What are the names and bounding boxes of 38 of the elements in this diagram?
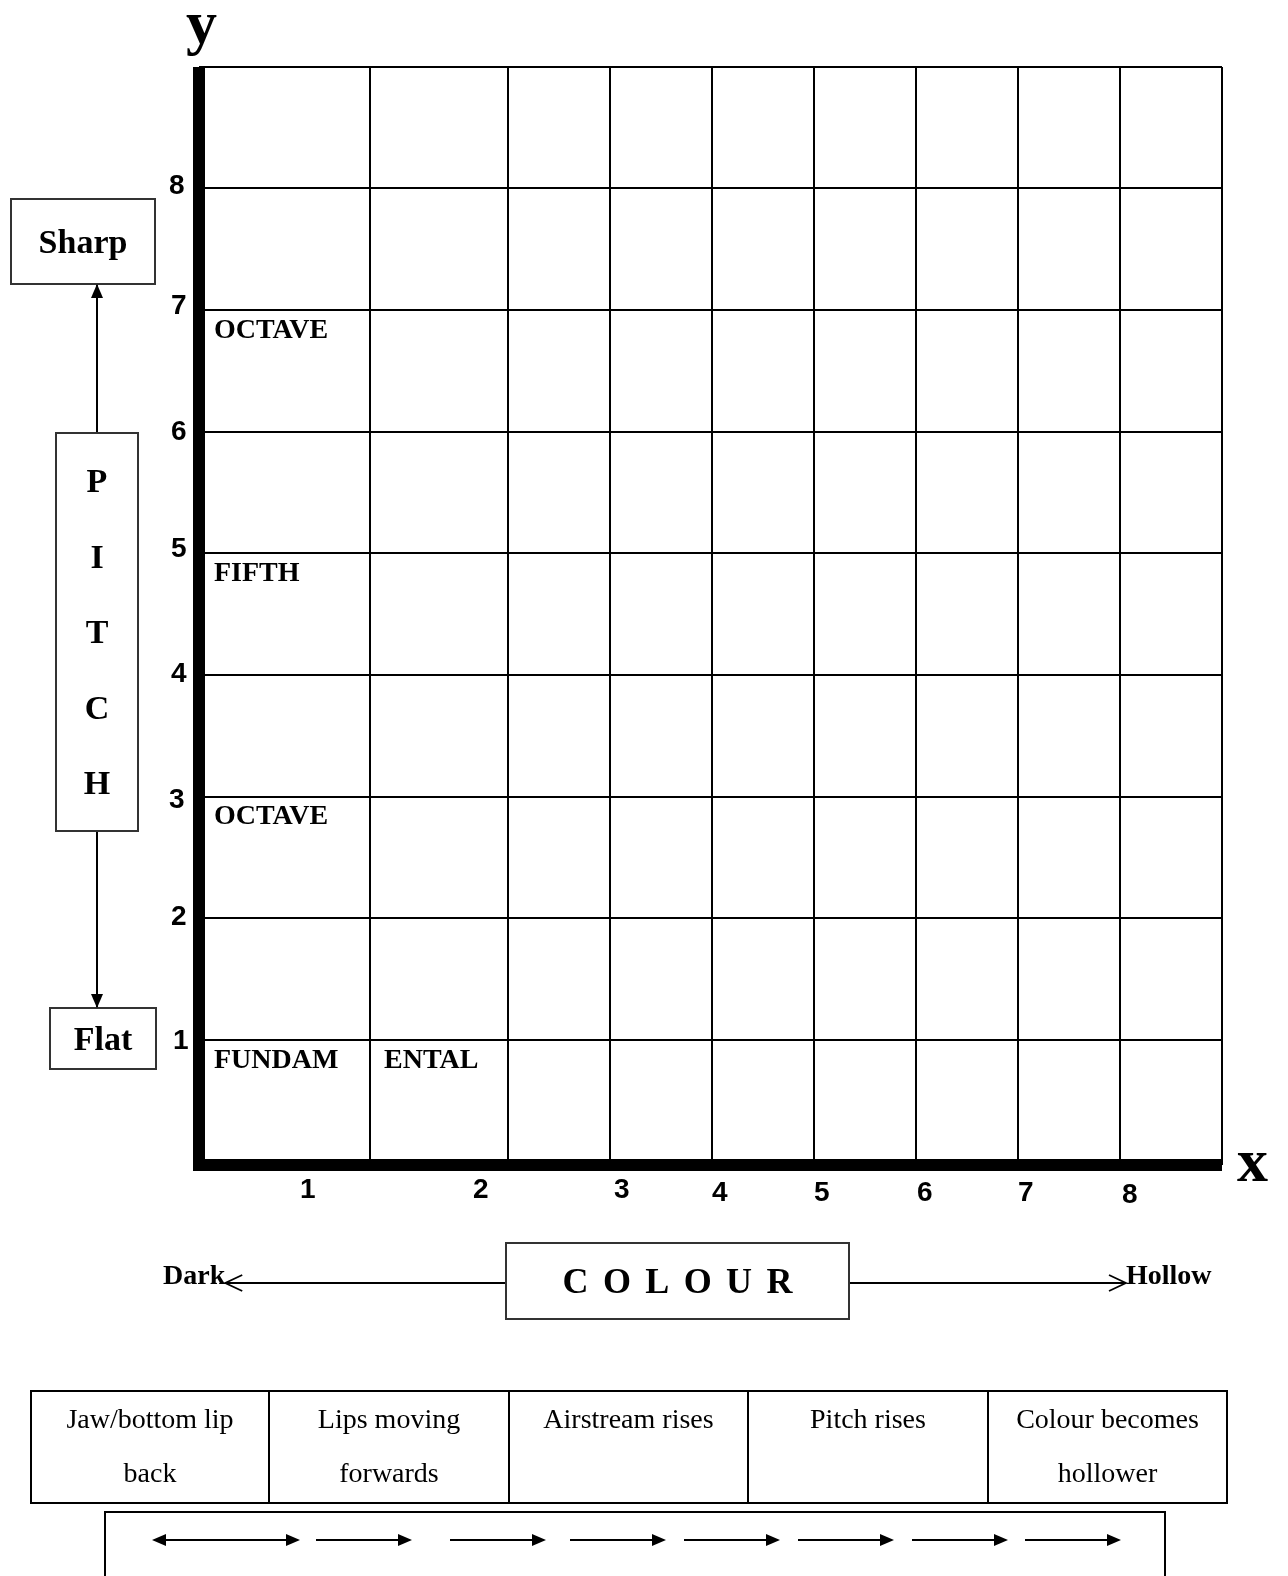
tick-label: 7 <box>171 290 187 321</box>
tick-label: 6 <box>917 1177 933 1208</box>
tick-label: 5 <box>814 1177 830 1208</box>
tick-label: 8 <box>169 170 185 201</box>
direction-label: Dark <box>163 1258 226 1292</box>
direction-label: Hollow <box>1126 1258 1212 1292</box>
arrow <box>224 1274 506 1292</box>
tick-label: 3 <box>614 1174 630 1205</box>
grid-label: ENTAL <box>384 1044 479 1075</box>
label-box: Sharp <box>10 198 156 285</box>
tick-label: 8 <box>1122 1179 1138 1210</box>
arrow <box>91 284 103 433</box>
table-cell: Airstream rises <box>508 1390 749 1504</box>
tick-label: 3 <box>169 784 185 815</box>
arrow <box>849 1274 1127 1292</box>
grid-label: OCTAVE <box>214 314 329 345</box>
tick-label: 5 <box>171 533 187 564</box>
axis-title-box: PITCH <box>55 432 139 832</box>
tick-label: 4 <box>712 1177 728 1208</box>
table-cell: Jaw/bottom lip back <box>30 1390 270 1504</box>
grid-label: FIFTH <box>214 557 300 588</box>
table-cell: Lips moving forwards <box>268 1390 510 1504</box>
table-cell: Colour becomes hollower <box>987 1390 1228 1504</box>
arrow <box>91 831 103 1008</box>
tick-label: 2 <box>171 901 187 932</box>
axis-title-box: COLOUR <box>505 1242 850 1320</box>
table-cell: Pitch rises <box>747 1390 989 1504</box>
axis-label: y <box>186 0 217 57</box>
tick-label: 6 <box>171 416 187 447</box>
grid-label: OCTAVE <box>214 800 329 831</box>
tick-label: 7 <box>1018 1177 1034 1208</box>
label-box: Flat <box>49 1007 157 1070</box>
tick-label: 4 <box>171 658 187 689</box>
grid-label: FUNDAM <box>214 1044 339 1075</box>
tick-label: 1 <box>173 1025 189 1056</box>
tick-label: 2 <box>473 1174 489 1205</box>
axis-label: x <box>1237 1126 1268 1195</box>
tick-label: 1 <box>300 1174 316 1205</box>
